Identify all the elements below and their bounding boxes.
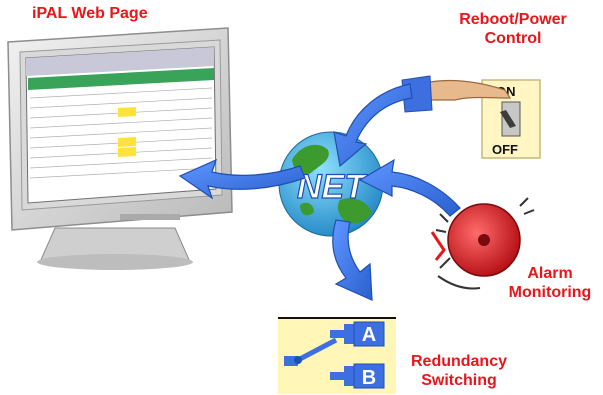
arrow-to-redundancy xyxy=(332,219,373,301)
redundancy-switch-illustration xyxy=(278,317,396,394)
redundancy-line1: Redundancy xyxy=(410,353,507,370)
reboot-power-line1: Reboot/Power xyxy=(459,11,567,28)
arrows xyxy=(178,83,461,301)
alarm-line1: Alarm xyxy=(527,265,573,282)
reboot-power-control-label: Reboot/Power Control xyxy=(448,10,578,48)
alarm-line2: Monitoring xyxy=(508,284,592,301)
arrow-to-monitor xyxy=(178,158,306,200)
alarm-bell-illustration xyxy=(430,197,535,290)
globe-net-label: NET xyxy=(297,168,368,206)
arrow-from-alarm xyxy=(358,158,461,217)
ipal-web-page-label: iPAL Web Page xyxy=(32,5,148,22)
redundancy-line2: Switching xyxy=(421,372,497,389)
port-a-label: A xyxy=(362,324,376,346)
arrow-from-power-control xyxy=(333,83,413,168)
port-b-label: B xyxy=(362,367,376,389)
switch-off-label: OFF xyxy=(492,142,518,157)
reboot-power-line2: Control xyxy=(484,30,542,47)
alarm-monitoring-label: Alarm Monitoring xyxy=(500,264,600,302)
monitor-illustration xyxy=(7,27,233,270)
redundancy-switching-label: Redundancy Switching xyxy=(404,352,514,390)
